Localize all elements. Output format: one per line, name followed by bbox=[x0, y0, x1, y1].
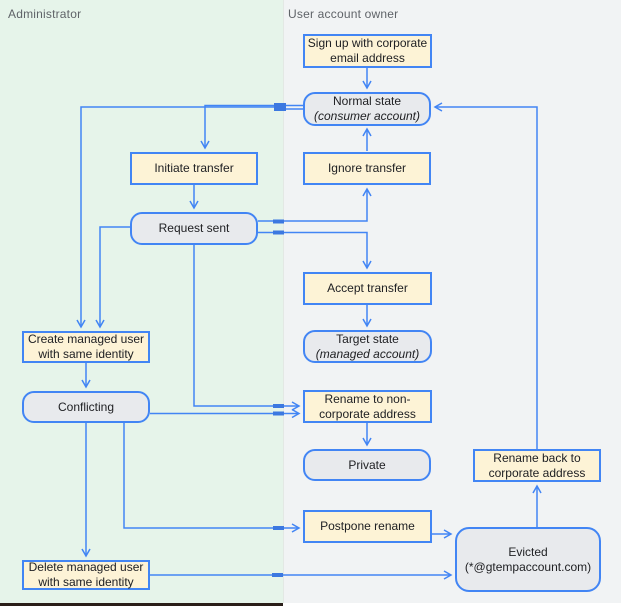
node-evicted[interactable]: Evicted (*@gtempaccount.com) bbox=[455, 527, 601, 592]
bottom-edge-artifact-light bbox=[283, 603, 621, 606]
node-postpone-rename[interactable]: Postpone rename bbox=[303, 510, 432, 543]
node-private[interactable]: Private bbox=[303, 449, 431, 481]
node-ignore-transfer[interactable]: Ignore transfer bbox=[303, 152, 431, 185]
node-sign-up[interactable]: Sign up with corporate email address bbox=[303, 34, 432, 68]
node-rename-back[interactable]: Rename back to corporate address bbox=[473, 449, 601, 482]
node-normal-state[interactable]: Normal state (consumer account) bbox=[303, 92, 431, 126]
node-delete-managed-user[interactable]: Delete managed user with same identity bbox=[22, 560, 150, 590]
node-rename-non-corporate[interactable]: Rename to non- corporate address bbox=[303, 390, 432, 423]
node-conflicting[interactable]: Conflicting bbox=[22, 391, 150, 423]
lane-administrator: Administrator bbox=[0, 0, 284, 606]
node-initiate-transfer[interactable]: Initiate transfer bbox=[130, 152, 258, 185]
node-accept-transfer[interactable]: Accept transfer bbox=[303, 272, 432, 305]
node-request-sent[interactable]: Request sent bbox=[130, 212, 258, 245]
lane-user-account-owner-label: User account owner bbox=[288, 7, 399, 21]
node-target-state[interactable]: Target state (managed account) bbox=[303, 330, 432, 363]
bottom-edge-artifact-dark bbox=[0, 603, 283, 606]
lane-administrator-label: Administrator bbox=[8, 7, 82, 21]
node-create-managed-user[interactable]: Create managed user with same identity bbox=[22, 331, 150, 363]
